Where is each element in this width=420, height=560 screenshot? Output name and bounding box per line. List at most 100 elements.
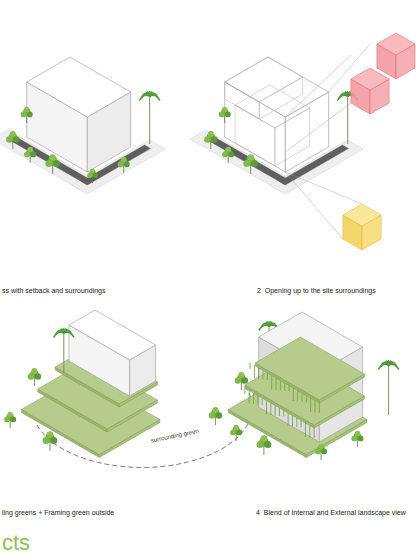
tree-canopy [43,437,50,444]
tree-canopy [225,147,230,152]
tree-canopy [27,147,32,152]
inner-volume [275,108,310,166]
palm-frond [146,92,149,96]
tree-canopy [30,152,36,158]
palm-frond [385,361,388,365]
tree-canopy [10,417,16,423]
hanging-plant [288,413,289,426]
step-caption: 2 Opening up to the site surroundings [257,287,376,295]
tree-trunk [52,164,53,174]
hanging-plant [279,408,280,416]
palm-frond [64,332,74,337]
tree-trunk [215,416,216,425]
tree-canopy [204,136,210,142]
tree-canopy [31,368,37,374]
step-caption: ss with setback and surroundings [2,287,106,295]
tree-canopy [243,160,250,167]
guide-line [285,103,351,152]
hanging-plant [257,396,258,405]
hanging-plant [314,428,315,438]
hanging-plant [297,391,298,402]
tree-canopy [216,412,222,418]
hanging-plant [254,366,255,379]
panel-mass [0,57,165,194]
inner-volume [225,82,260,119]
palm-frond [266,322,269,326]
palm-frond [54,332,64,337]
guide-line [285,55,351,117]
tree-canopy [53,160,60,167]
green-slab [255,337,364,400]
panel-opening [190,33,415,250]
inner-volume [235,105,275,166]
tree-canopy [315,449,321,455]
hanging-plant [289,386,290,392]
hanging-plant [266,401,267,415]
hanging-plant [292,416,293,427]
hanging-plant [302,393,303,402]
opening-volume [343,204,381,226]
hanging-plant [293,388,294,401]
tree-canopy [47,431,54,438]
tree-canopy [247,154,254,161]
tree-canopy [21,112,27,118]
hanging-plant [314,401,315,413]
panel-greens [4,310,252,467]
tree-trunk [321,452,322,460]
hanging-plant [258,368,259,379]
tree-trunk [10,420,11,428]
palm-frond [63,329,65,333]
tree-canopy [242,377,248,383]
palm-frond [338,95,348,100]
tree-canopy [238,372,244,378]
tree-trunk [236,433,237,441]
hanging-plant [284,383,285,391]
tree-canopy [209,412,215,418]
palm-frond [388,361,390,365]
opening-volume [377,33,415,55]
tree-canopy [93,173,98,178]
tree-canopy [35,373,41,379]
hanging-plant [309,426,310,438]
palm-frond [268,322,270,326]
tree-canopy [10,131,16,137]
hanging-plant [306,396,307,403]
palm-frond [347,92,349,96]
hanging-plant [301,421,302,428]
tree-canopy [228,152,234,158]
hanging-plant [270,403,271,415]
hanging-plant [276,378,277,390]
palm-frond [60,329,63,333]
hanging-plant [305,423,306,437]
tree-trunk [123,165,124,173]
step-caption: ling greens + Framing green outside [2,509,114,517]
arc-label: surrounding green [149,428,200,446]
tree-canopy [264,441,271,448]
tree-canopy [321,449,327,455]
hanging-plant [271,376,272,390]
tree-trunk [34,377,35,386]
hanging-plant [280,381,281,391]
hanging-plant [249,391,250,404]
tree-canopy [233,425,238,430]
hanging-plant [296,418,297,427]
inner-volume [235,85,310,128]
palm-trunk [388,365,389,415]
palm-trunk [149,96,150,144]
tree-canopy [28,373,34,379]
tree-trunk [228,155,229,163]
palm-trunk [347,96,348,144]
tree-canopy [13,136,19,142]
tree-canopy [121,157,126,162]
tree-canopy [6,136,12,142]
tree-trunk [210,140,211,149]
building-face [69,310,156,360]
tree-canopy [208,131,214,137]
hanging-plant [253,393,254,404]
hanging-plant [319,403,320,413]
guide-line [285,172,343,239]
tree-canopy [351,436,357,442]
tree-canopy [225,112,231,118]
